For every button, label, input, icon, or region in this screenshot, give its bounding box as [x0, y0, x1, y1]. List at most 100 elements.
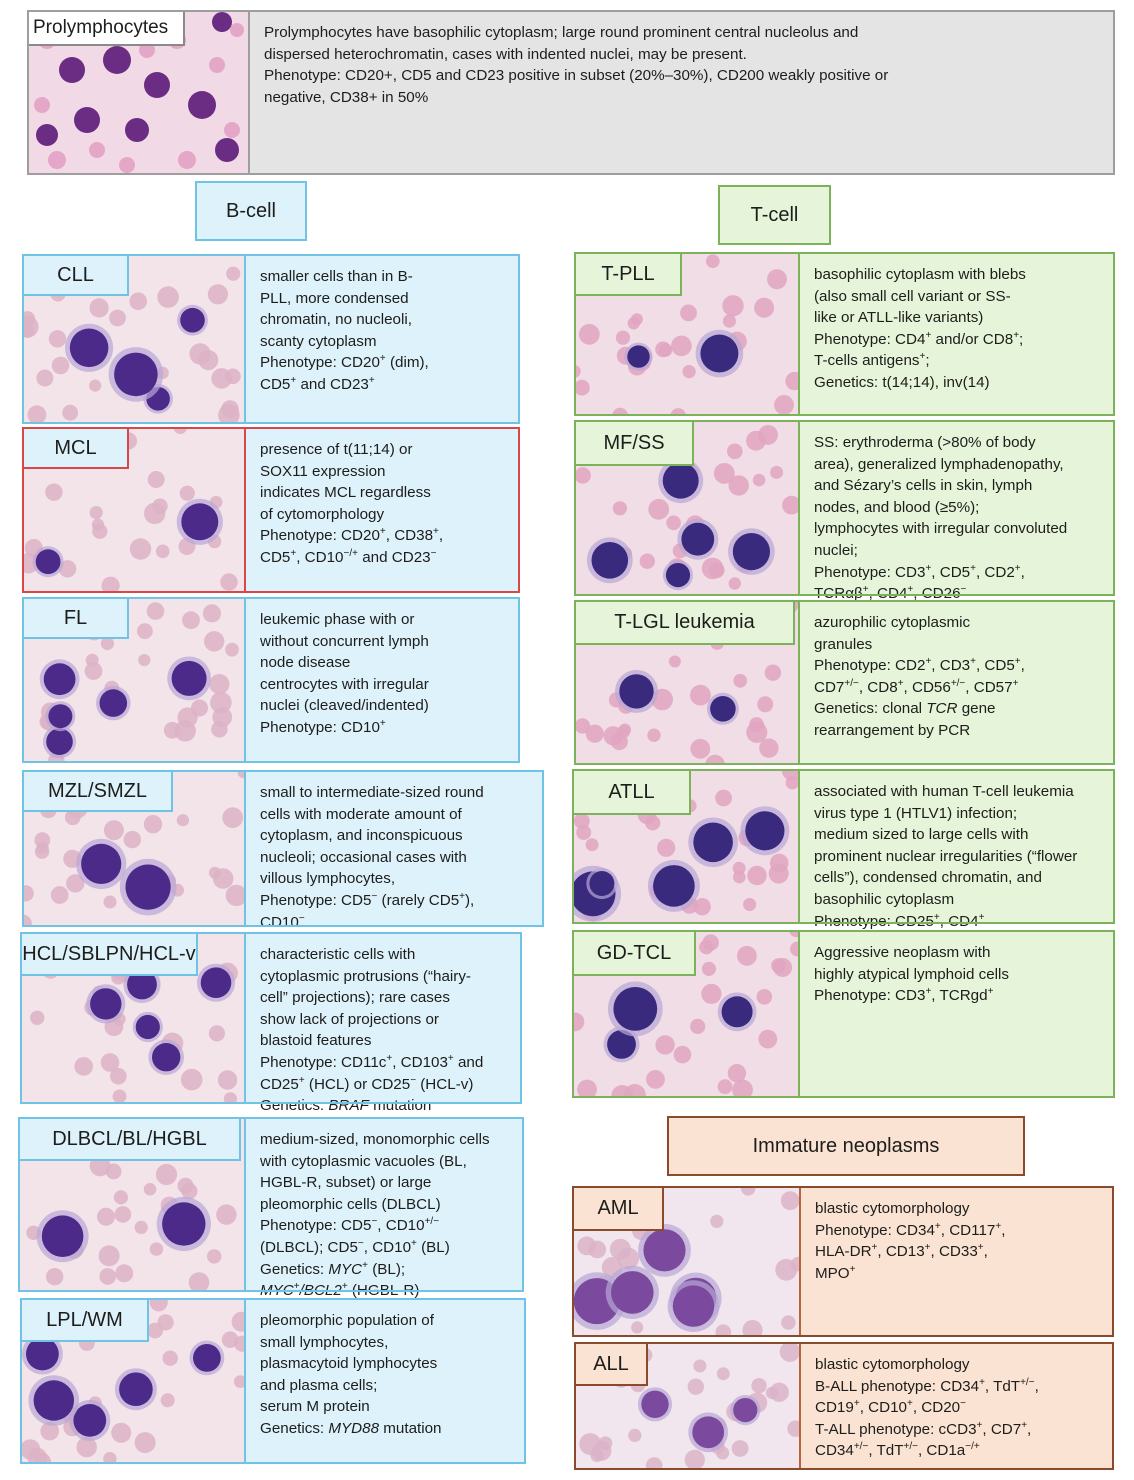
- t-pll-description-line: basophilic cytoplasm with blebs: [814, 266, 1026, 283]
- cll-label-text: CLL: [57, 263, 94, 286]
- hcl-sblpn-hcl-v-label: HCL/SBLPN/HCL-v: [20, 932, 198, 976]
- mzl-smzl-description-line: Phenotype: CD5− (rarely CD5+),: [260, 890, 475, 909]
- hcl-sblpn-hcl-v-description-line: characteristic cells with: [260, 946, 416, 963]
- aml-label: AML: [572, 1186, 664, 1231]
- lpl-wm-description-line: pleomorphic population of: [260, 1312, 434, 1329]
- prolymphocytes-line: negative, CD38+ in 50%: [264, 88, 429, 106]
- atll-label-text: ATLL: [608, 780, 655, 803]
- atll-description-line: medium sized to large cells with: [814, 826, 1029, 844]
- mzl-smzl-description-line: small to intermediate-sized round: [260, 784, 484, 801]
- gd-tcl-description-line: Phenotype: CD3+, TCRgd+: [814, 986, 994, 1005]
- dlbcl-bl-hgbl-description-line: medium-sized, monomorphic cells: [260, 1131, 490, 1148]
- mcl-label: MCL: [22, 427, 129, 469]
- mcl-description-line: presence of t(11;14) or: [260, 441, 413, 458]
- t-pll-description-line: Genetics: t(14;14), inv(14): [814, 373, 990, 391]
- cll-description-line: PLL, more condensed: [260, 289, 409, 307]
- t-lgl-leukemia-description-line: Genetics: clonal TCR gene: [814, 700, 996, 718]
- hcl-sblpn-hcl-v-description-line: show lack of projections or: [260, 1010, 439, 1028]
- mf-ss-description-line: TCRαβ+, CD4+, CD26−: [814, 584, 967, 603]
- t-lgl-leukemia-description-line: rearrangement by PCR: [814, 721, 971, 739]
- t-cell-header: T-cell: [718, 185, 831, 245]
- hcl-sblpn-hcl-v-label-text: HCL/SBLPN/HCL-v: [22, 942, 196, 965]
- fl-description-line: node disease: [260, 654, 351, 672]
- dlbcl-bl-hgbl-label: DLBCL/BL/HGBL: [18, 1117, 241, 1161]
- lpl-wm-label: LPL/WM: [20, 1298, 149, 1342]
- dlbcl-bl-hgbl-description-line: Genetics: MYC+ (BL);: [260, 1259, 406, 1278]
- b-cell-header: B-cell: [195, 181, 307, 241]
- t-cell-header-text: T-cell: [750, 203, 799, 226]
- all-label-text: ALL: [593, 1352, 629, 1375]
- prolymphocytes-line: Prolymphocytes have basophilic cytoplasm…: [264, 24, 859, 41]
- mcl-label-text: MCL: [54, 436, 97, 459]
- all-description-line: CD34+/−, TdT+/−, CD1a−/+: [815, 1441, 980, 1460]
- hcl-sblpn-hcl-v-description-line: cell” projections); rare cases: [260, 989, 450, 1007]
- hcl-sblpn-hcl-v-description-line: Genetics: BRAF mutation: [260, 1097, 432, 1115]
- cll-description-line: scanty cytoplasm: [260, 332, 377, 350]
- prolymphocytes-title: Prolymphocytes: [33, 17, 169, 38]
- t-pll-description-line: Phenotype: CD4+ and/or CD8+;: [814, 329, 1024, 348]
- prolymphocytes-line: dispersed heterochromatin, cases with in…: [264, 45, 747, 63]
- cll-description-line: smaller cells than in B-: [260, 268, 413, 285]
- mf-ss-description-line: Phenotype: CD3+, CD5+, CD2+,: [814, 562, 1025, 581]
- gd-tcl-description-line: highly atypical lymphoid cells: [814, 965, 1009, 983]
- all-description-line: B-ALL phenotype: CD34+, TdT+/−,: [815, 1376, 1039, 1395]
- cll-description-line: CD5+ and CD23+: [260, 374, 375, 393]
- mf-ss-description-line: nodes, and blood (≥5%);: [814, 498, 980, 516]
- mcl-description-line: of cytomorphology: [260, 505, 385, 523]
- dlbcl-bl-hgbl-label-text: DLBCL/BL/HGBL: [52, 1127, 207, 1150]
- prolymphocytes-description: Prolymphocytes have basophilic cytoplasm…: [248, 10, 1115, 175]
- fl-description-line: Phenotype: CD10+: [260, 717, 386, 736]
- mcl-description-line: indicates MCL regardless: [260, 484, 431, 502]
- mf-ss-description-line: lymphocytes with irregular convoluted: [814, 520, 1068, 538]
- fl-description-line: without concurrent lymph: [260, 632, 429, 650]
- atll-description-line: cells”), condensed chromatin, and: [814, 869, 1042, 887]
- mf-ss-description: SS: erythroderma (>80% of body area), gen…: [798, 420, 1115, 602]
- mzl-smzl-label-text: MZL/SMZL: [48, 779, 147, 802]
- hcl-sblpn-hcl-v-description-line: blastoid features: [260, 1032, 372, 1050]
- t-lgl-leukemia-label-text: T-LGL leukemia: [614, 611, 755, 633]
- atll-description-line: Phenotype: CD25+, CD4+: [814, 911, 985, 930]
- lpl-wm-description-line: small lymphocytes,: [260, 1333, 389, 1351]
- aml-description-line: Phenotype: CD34+, CD117+,: [815, 1220, 1006, 1239]
- t-pll-description: basophilic cytoplasm with blebs (also sma…: [798, 252, 1115, 416]
- mzl-smzl-description-line: cytoplasm, and inconspicuous: [260, 827, 463, 845]
- cll-label: CLL: [22, 254, 129, 296]
- mf-ss-label: MF/SS: [574, 420, 694, 466]
- t-pll-description-line: (also small cell variant or SS-: [814, 287, 1011, 305]
- all-description-line: T-ALL phenotype: cCD3+, CD7+,: [815, 1419, 1032, 1438]
- lpl-wm-label-text: LPL/WM: [46, 1308, 123, 1331]
- mzl-smzl-description-line: cells with moderate amount of: [260, 805, 462, 823]
- atll-description-line: associated with human T-cell leukemia: [814, 783, 1074, 800]
- gd-tcl-label-text: GD-TCL: [596, 941, 672, 964]
- aml-description-line: HLA-DR+, CD13+, CD33+,: [815, 1242, 988, 1261]
- mf-ss-description-line: area), generalized lymphadenopathy,: [814, 455, 1064, 473]
- fl-label-text: FL: [63, 606, 88, 629]
- atll-description-line: prominent nuclear irregularities (“flowe…: [814, 847, 1078, 865]
- mf-ss-description-line: nuclei;: [814, 541, 858, 559]
- mf-ss-description-line: SS: erythroderma (>80% of body: [814, 434, 1036, 451]
- lpl-wm-description-line: plasmacytoid lymphocytes: [260, 1355, 438, 1373]
- t-lgl-leukemia-description-line: Phenotype: CD2+, CD3+, CD5+,: [814, 656, 1025, 675]
- dlbcl-bl-hgbl-description-line: Phenotype: CD5−, CD10+/−: [260, 1216, 440, 1235]
- atll-label: ATLL: [572, 769, 691, 815]
- aml-description-line: blastic cytomorphology: [815, 1200, 970, 1217]
- cll-description: smaller cells than in B- PLL, more conden…: [244, 254, 520, 424]
- hcl-sblpn-hcl-v-micrograph: [20, 932, 244, 1104]
- all-description-line: blastic cytomorphology: [815, 1356, 970, 1373]
- lpl-wm-description: pleomorphic population of small lymphocyt…: [244, 1298, 526, 1464]
- immature-neoplasms-header-text: Immature neoplasms: [752, 1134, 940, 1157]
- atll-description-line: basophilic cytoplasm: [814, 890, 955, 908]
- mcl-description-line: CD5+, CD10−/+ and CD23−: [260, 547, 437, 566]
- immature-neoplasms-header: Immature neoplasms: [667, 1116, 1025, 1176]
- dlbcl-bl-hgbl-description-line: HGBL-R, subset) or large: [260, 1174, 432, 1192]
- dlbcl-bl-hgbl-description-line: pleomorphic cells (DLBCL): [260, 1195, 441, 1213]
- gd-tcl-description-line: Aggressive neoplasm with: [814, 944, 991, 961]
- gd-tcl-label: GD-TCL: [572, 930, 696, 976]
- lpl-wm-description-line: Genetics: MYD88 mutation: [260, 1419, 442, 1437]
